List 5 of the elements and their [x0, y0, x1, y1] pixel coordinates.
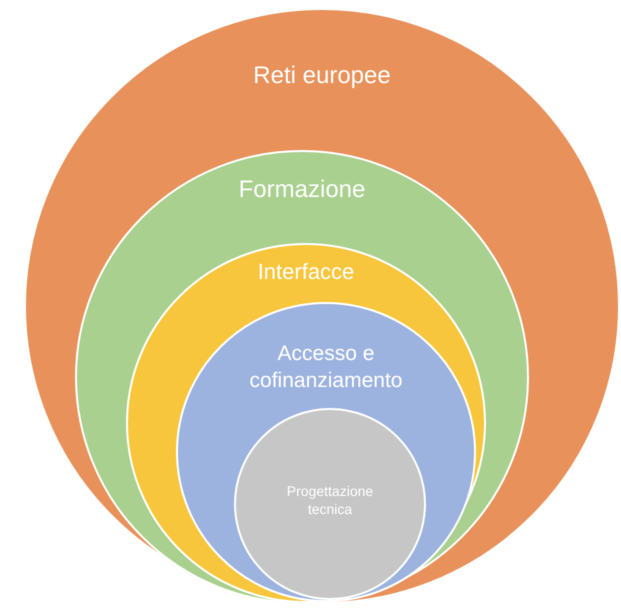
region-label: Formazione — [238, 175, 366, 205]
region-label: Accesso e cofinanziamento — [248, 341, 404, 394]
region-label: Reti europee — [253, 61, 391, 91]
region-label: Interfacce — [258, 258, 354, 286]
region-label: Progettazione tecnica — [286, 482, 374, 518]
